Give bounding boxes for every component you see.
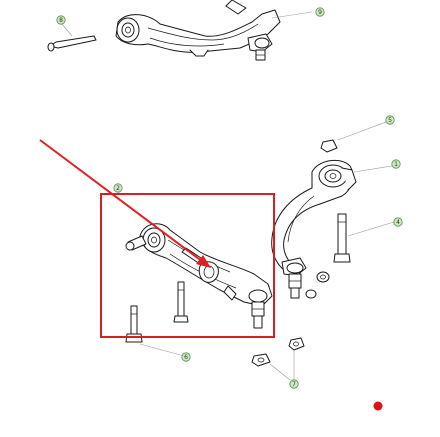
lower-arm-bolt-a — [173, 281, 189, 323]
svg-text:2: 2 — [116, 185, 120, 192]
highlight-box — [100, 193, 275, 338]
callout-5: 5 — [385, 115, 395, 125]
svg-text:6: 6 — [184, 354, 188, 361]
lower-control-arm — [125, 223, 273, 329]
callout-9-top: 9 — [315, 7, 325, 17]
lateral-arm-bolt — [333, 213, 395, 263]
upper-control-arm — [115, 0, 313, 61]
svg-text:5: 5 — [388, 117, 392, 124]
callout-6: 6 — [181, 352, 191, 362]
lower-nuts — [251, 337, 305, 367]
lateral-arm-washers — [305, 271, 330, 299]
svg-text:8: 8 — [59, 17, 63, 24]
svg-text:4: 4 — [396, 219, 400, 226]
svg-text:9: 9 — [318, 9, 322, 16]
callout-8-top: 8 — [56, 15, 66, 25]
callout-7: 7 — [289, 379, 299, 389]
marker-dot — [373, 401, 383, 411]
svg-text:1: 1 — [394, 161, 398, 168]
upper-arm-bolt — [47, 23, 97, 52]
callout-4: 4 — [393, 217, 403, 227]
callout-1: 1 — [391, 159, 401, 169]
callout-2: 2 — [113, 183, 123, 193]
svg-text:7: 7 — [292, 381, 296, 388]
pointer-arrow — [39, 139, 211, 268]
lateral-control-arm — [271, 121, 393, 299]
